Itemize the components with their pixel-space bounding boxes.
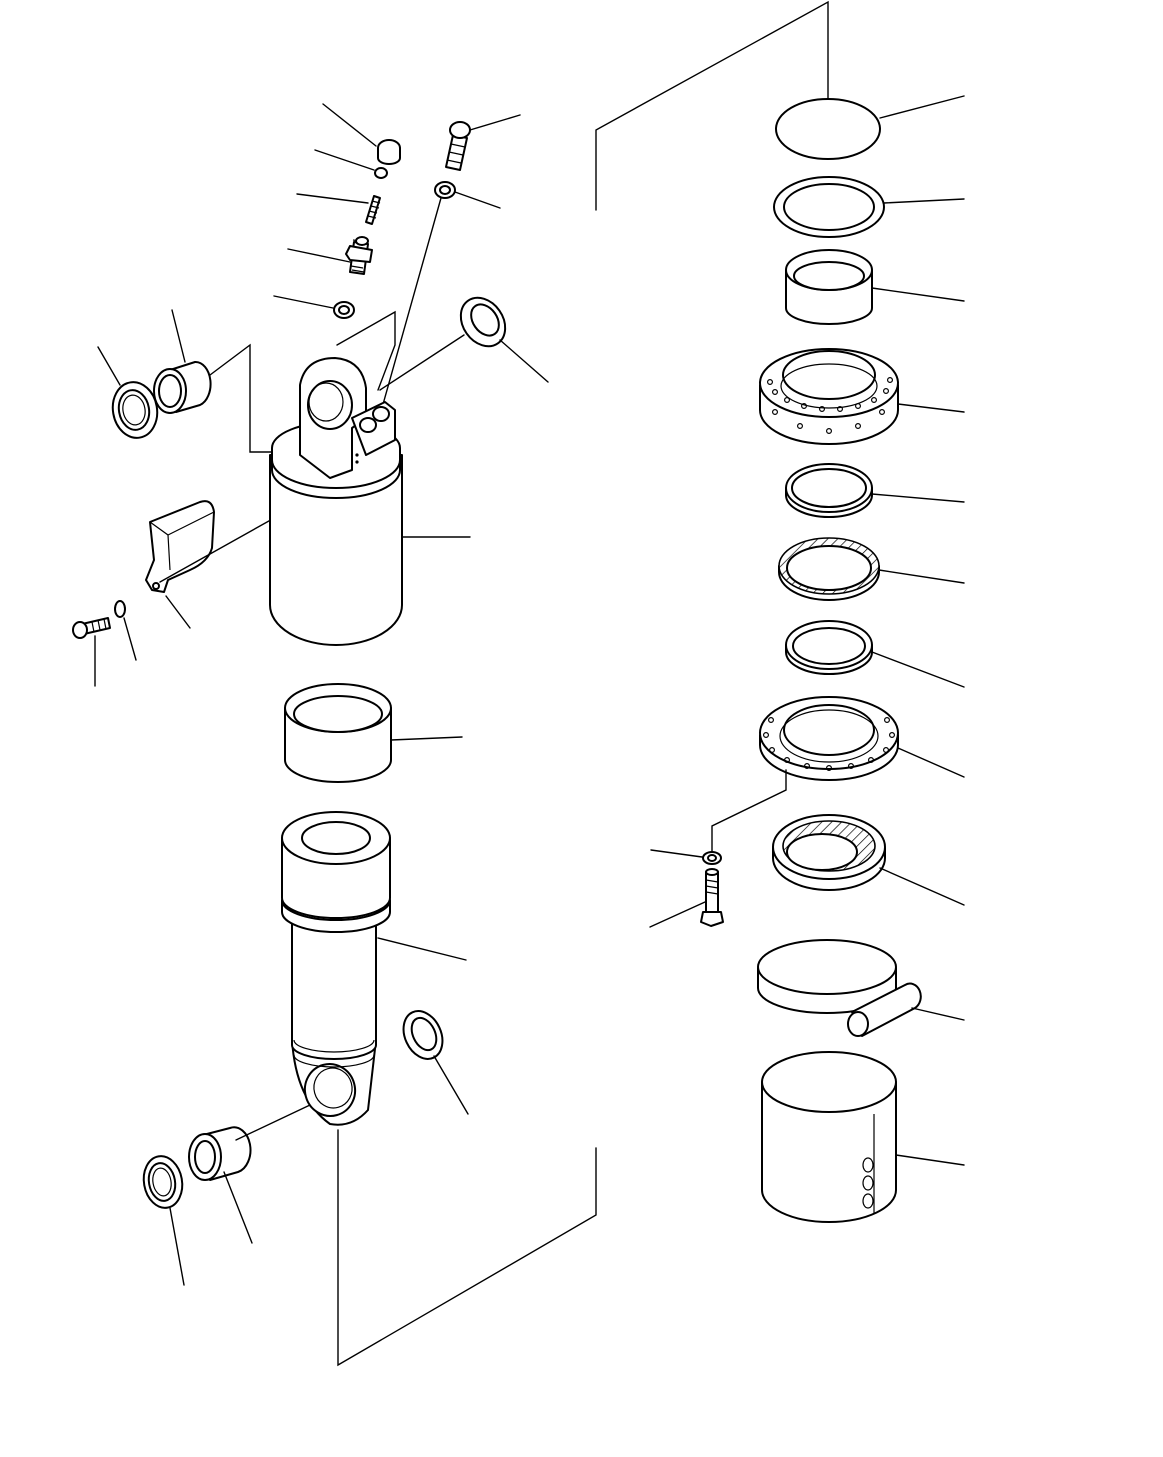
seal-ring-icon xyxy=(773,176,965,238)
assembly-bracket xyxy=(337,0,829,1367)
bleed-valve-icon xyxy=(287,236,373,275)
dust-seal-icon xyxy=(97,346,159,439)
bushing-icon xyxy=(153,309,291,453)
rod-end-seal-icon xyxy=(142,1155,185,1286)
washer-icon xyxy=(379,181,501,416)
bolt-icon xyxy=(72,617,111,687)
seal-disc-icon xyxy=(775,95,965,160)
flange-washer-icon xyxy=(650,849,722,865)
grease-fitting-icon xyxy=(445,114,521,171)
hatched-seal-icon xyxy=(778,537,965,601)
o-ring-icon xyxy=(273,295,396,391)
piston-icon xyxy=(761,1051,965,1223)
dust-seal-icon xyxy=(379,296,549,391)
flange-bolt-icon xyxy=(649,868,724,928)
cylinder-ring-icon xyxy=(284,683,463,783)
cylinder-tube-icon xyxy=(269,357,471,646)
cap-icon xyxy=(322,103,401,165)
spring-pin-icon xyxy=(296,193,381,225)
ring-sleeve-icon xyxy=(785,249,965,325)
piston-rod-icon xyxy=(281,811,467,1126)
rod-bushing-icon xyxy=(188,1104,311,1244)
backup-ring-icon xyxy=(785,463,965,518)
hose-clamp-icon xyxy=(757,939,965,1037)
hatched-packing-icon xyxy=(772,814,965,906)
cylinder-head-icon xyxy=(759,348,965,445)
wear-ring-icon xyxy=(785,620,965,688)
lock-washer-icon xyxy=(114,600,137,661)
rod-dust-seal-icon xyxy=(402,1010,469,1115)
flange-icon xyxy=(711,696,965,853)
small-ball-icon xyxy=(314,149,388,179)
